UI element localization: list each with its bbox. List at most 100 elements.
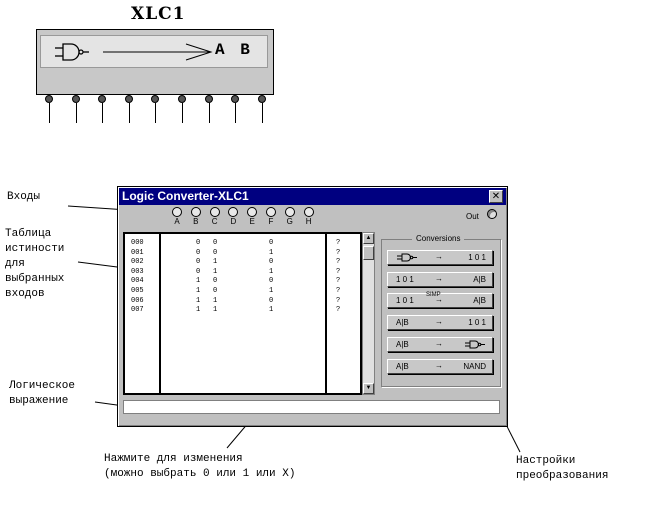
annotation-expression: Логическое выражение xyxy=(9,379,75,409)
arrow-icon: → xyxy=(435,295,443,305)
table-cell: 0 xyxy=(213,277,218,286)
truth-table-to-simplified-button[interactable]: 1 0 1 → A|B SIMP xyxy=(387,292,493,309)
output-cell[interactable]: ? xyxy=(336,239,341,247)
annotation-conversion-settings: Настройки преобразования xyxy=(516,454,608,484)
button-label: A|B xyxy=(396,361,409,371)
input-terminal-h[interactable] xyxy=(303,207,314,217)
arrow-icon: → xyxy=(435,338,443,348)
logic-converter-icon[interactable]: A B xyxy=(36,29,274,95)
pin-terminal[interactable] xyxy=(124,95,133,103)
title-bar[interactable]: Logic Converter-XLC1 ✕ xyxy=(119,188,506,205)
button-label: 1 0 1 xyxy=(396,274,414,284)
pin-terminal[interactable] xyxy=(98,95,107,103)
input-terminal-d[interactable] xyxy=(228,207,239,217)
component-label: XLC1 xyxy=(131,4,186,24)
arrow-icon: → xyxy=(435,252,443,261)
output-cell[interactable]: ? xyxy=(336,306,341,315)
input-terminal-f[interactable] xyxy=(266,207,276,217)
gate-to-truth-table-button[interactable]: → 1 0 1 xyxy=(387,250,493,265)
pin-lead xyxy=(128,103,130,123)
input-terminal-a[interactable] xyxy=(172,207,182,217)
expression-to-nand-button[interactable]: A|B→NAND xyxy=(387,358,493,374)
vertical-scrollbar[interactable]: ▲ ▼ xyxy=(362,232,375,395)
input-label: B xyxy=(193,217,199,226)
pin-lead xyxy=(182,103,183,123)
input-label: E xyxy=(249,217,255,226)
input-terminal-g[interactable] xyxy=(284,207,295,217)
output-cell[interactable]: ? xyxy=(336,267,341,276)
pin-terminal[interactable] xyxy=(151,95,160,103)
pin-terminal[interactable] xyxy=(178,95,186,103)
button-label: A|B xyxy=(396,318,409,328)
table-cell: 000 xyxy=(131,239,144,247)
input-terminal-b[interactable] xyxy=(190,207,201,217)
table-cell: 1 xyxy=(269,248,274,257)
table-cell: 1 xyxy=(196,306,201,315)
output-cell[interactable]: ? xyxy=(336,248,341,257)
table-cell: 001 xyxy=(131,248,144,257)
pin-lead xyxy=(102,103,104,123)
out-terminal[interactable] xyxy=(487,209,497,219)
expression-to-truth-table-button[interactable]: A|B → 1 0 1 xyxy=(387,315,493,331)
pin-lead xyxy=(261,103,263,123)
table-cell: 1 xyxy=(269,287,274,295)
gate-arrow-icon xyxy=(55,43,213,61)
expression-field[interactable] xyxy=(123,400,500,414)
table-cell: 0 xyxy=(269,239,274,247)
table-cell: 007 xyxy=(131,306,144,315)
arrow-icon: → xyxy=(435,273,443,283)
window-title: Logic Converter-XLC1 xyxy=(122,189,249,203)
table-cell: 1 xyxy=(196,296,201,305)
pin-terminal[interactable] xyxy=(257,95,266,103)
icon-display: A B xyxy=(40,35,268,68)
table-cell: 1 xyxy=(213,296,218,305)
scroll-down-button[interactable]: ▼ xyxy=(363,383,374,394)
button-label: A|B xyxy=(473,274,486,284)
output-cell[interactable]: ? xyxy=(336,287,341,295)
annotation-line: истиности xyxy=(5,243,65,255)
button-label: A|B xyxy=(396,339,409,349)
icon-output-text: A B xyxy=(215,41,253,59)
table-cell: 1 xyxy=(269,267,274,276)
table-cell: 0 xyxy=(269,277,274,286)
annotation-line: Таблица xyxy=(5,228,52,240)
gate-icon xyxy=(397,253,417,262)
truth-table-to-expression-button[interactable]: 1 0 1 → A|B xyxy=(387,271,493,287)
output-cell[interactable]: ? xyxy=(336,258,341,267)
table-cell: 0 xyxy=(196,258,201,267)
arrow-icon: → xyxy=(435,360,443,370)
table-cell: 1 xyxy=(269,306,274,315)
annotation-line: для xyxy=(5,258,25,270)
scroll-up-button[interactable]: ▲ xyxy=(363,233,374,244)
simp-label: SIMP xyxy=(426,292,441,299)
pin-terminal[interactable] xyxy=(231,95,240,103)
table-cell: 1 xyxy=(196,277,201,286)
pin-terminal[interactable] xyxy=(204,95,213,103)
button-label: A|B xyxy=(473,296,486,306)
table-cell: 1 xyxy=(213,306,218,315)
input-terminal-c[interactable] xyxy=(209,207,220,217)
pin-lead xyxy=(208,103,210,123)
expression-to-circuit-button[interactable]: A|B → xyxy=(387,336,493,352)
table-cell: 004 xyxy=(131,277,144,286)
pin-terminal[interactable] xyxy=(71,95,80,103)
close-button[interactable]: ✕ xyxy=(489,190,503,203)
table-cell: 0 xyxy=(213,248,218,257)
table-cell: 1 xyxy=(196,287,201,295)
table-cell: 006 xyxy=(131,296,144,305)
output-cell[interactable]: ? xyxy=(336,277,341,286)
input-label: H xyxy=(305,217,312,226)
annotation-line: Нажмите для изменения xyxy=(104,453,243,465)
scroll-thumb[interactable] xyxy=(363,246,374,260)
arrow-icon: → xyxy=(435,317,443,327)
output-cell[interactable]: ? xyxy=(336,296,341,305)
pin-terminal[interactable] xyxy=(45,95,53,103)
button-label: 1 0 1 xyxy=(468,318,486,328)
button-label: 1 0 1 xyxy=(396,296,414,306)
input-terminal-e[interactable] xyxy=(247,207,258,217)
annotation-line: Логическое xyxy=(9,380,76,392)
button-label: 1 0 1 xyxy=(468,253,486,262)
pin-lead xyxy=(235,103,237,123)
